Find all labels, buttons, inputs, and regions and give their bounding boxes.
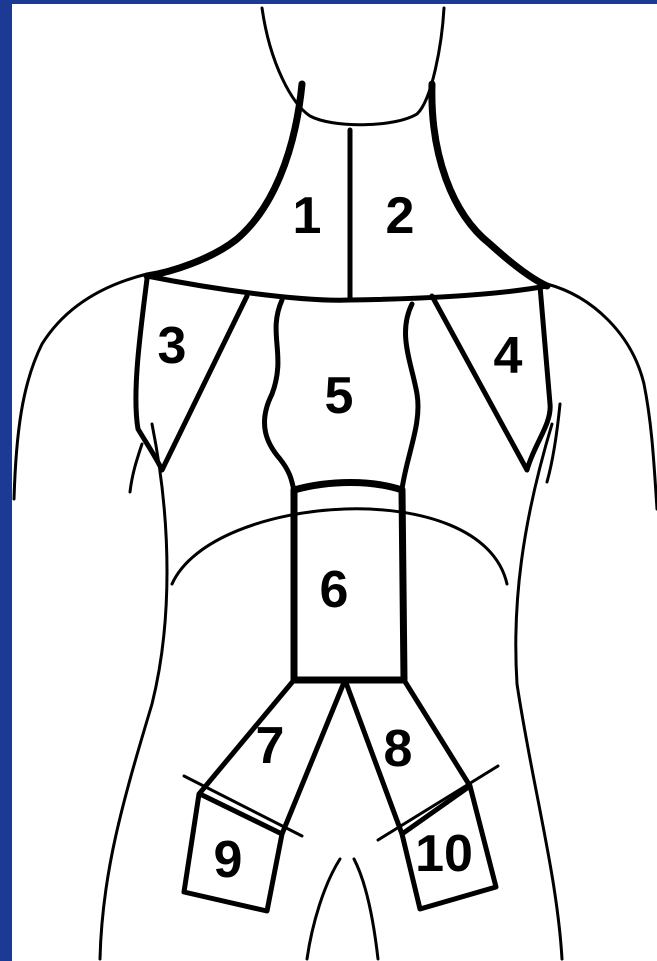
zone-label-6: 6 [320,561,349,619]
left-torso-side [100,424,167,959]
zone-label-8: 8 [384,720,413,778]
zone-label-5: 5 [325,367,354,425]
zone-label-1: 1 [293,187,322,245]
zone-label-7: 7 [256,717,285,775]
collar-line [147,276,547,300]
zone-label-4: 4 [494,327,523,385]
right-torso-side [516,424,562,959]
left-arm-inner-line [130,444,142,492]
zone-5-right-wavy [402,304,418,489]
zone-4-boundary [432,286,550,470]
zone-label-2: 2 [386,187,415,245]
left-shoulder-outline [14,274,147,499]
left-leg-inner-line [307,859,340,959]
head-outline [262,8,444,125]
right-leg-inner-line [354,859,378,959]
zone-6-box [294,490,404,680]
zone-label-3: 3 [158,317,187,375]
neck-left-boundary [147,84,302,276]
zone-6-top [294,483,402,491]
neck-right-boundary [432,84,547,286]
zone-9-divider [200,794,282,834]
zone-5-left-wavy [264,300,294,490]
body-zones-diagram: 1 2 3 4 5 6 7 8 9 10 [12,4,657,961]
zone-3-boundary [136,279,247,470]
right-shoulder-outline [547,284,657,509]
zone-label-9: 9 [214,831,243,889]
zone-boundaries [136,84,550,911]
zone-label-10: 10 [415,825,473,883]
diagram-panel: 1 2 3 4 5 6 7 8 9 10 [12,4,657,961]
